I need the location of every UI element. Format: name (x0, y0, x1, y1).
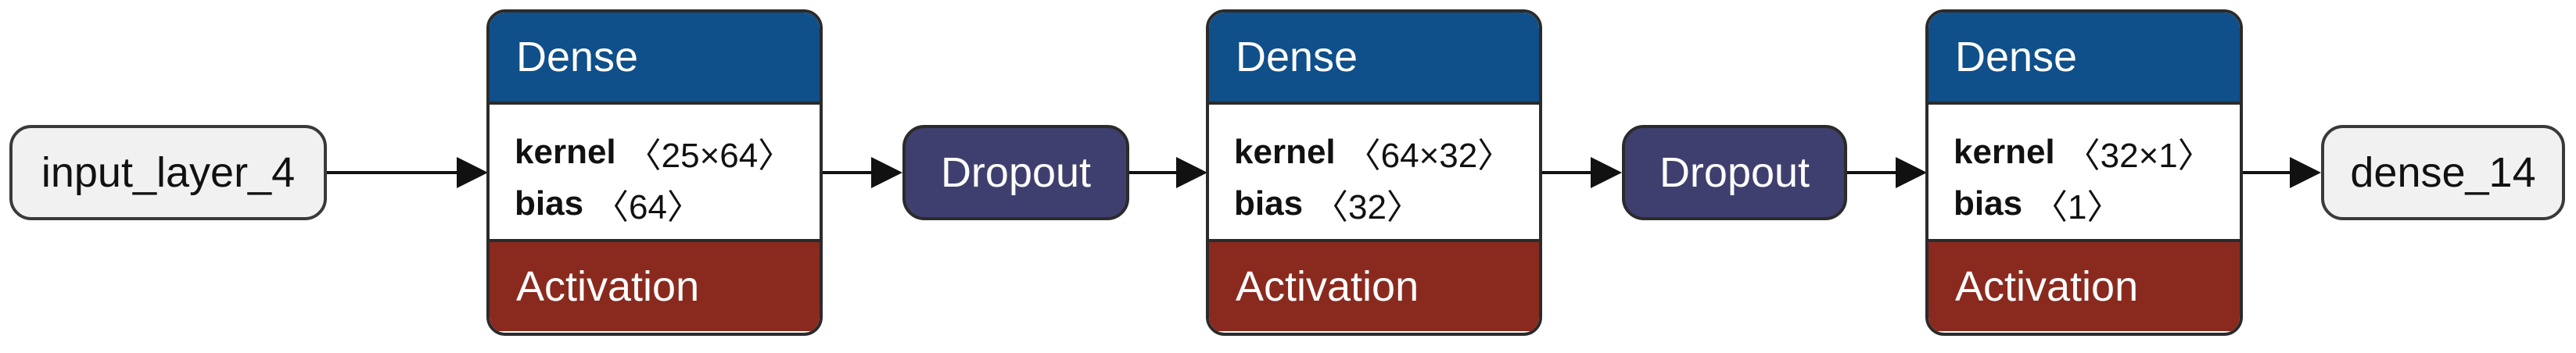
bias-row: bias 〈1〉 (1954, 178, 2240, 230)
dropout-node-2[interactable]: Dropout (1622, 125, 1847, 220)
kernel-shape: 〈32×1〉 (2065, 137, 2212, 175)
bias-row: bias 〈32〉 (1234, 178, 1539, 230)
output-node-label: dense_14 (2350, 149, 2536, 196)
kernel-label: kernel (515, 133, 616, 171)
activation-label: Activation (1236, 263, 1419, 310)
bias-label: bias (1954, 184, 2023, 223)
dropout-label: Dropout (940, 149, 1092, 196)
bias-label: bias (515, 184, 584, 223)
dense-header: Dense (490, 12, 820, 105)
dense-node-3[interactable]: Dense kernel 〈32×1〉 bias 〈1〉 Activation (1925, 9, 2243, 336)
output-node[interactable]: dense_14 (2321, 125, 2565, 220)
kernel-shape: 〈64×32〉 (1346, 137, 1512, 175)
dense-title: Dense (1955, 34, 2078, 80)
bias-label: bias (1234, 184, 1304, 223)
dense-params: kernel 〈25×64〉 bias 〈64〉 (490, 105, 820, 239)
bias-shape: 〈1〉 (2033, 188, 2122, 226)
dropout-label: Dropout (1659, 149, 1810, 196)
activation-footer: Activation (1928, 239, 2240, 331)
input-node[interactable]: input_layer_4 (9, 125, 327, 220)
bias-shape: 〈64〉 (594, 188, 701, 226)
kernel-row: kernel 〈25×64〉 (515, 127, 820, 178)
activation-label: Activation (1955, 263, 2139, 310)
activation-label: Activation (516, 263, 700, 310)
dense-params: kernel 〈32×1〉 bias 〈1〉 (1928, 105, 2240, 239)
dense-title: Dense (1236, 34, 1358, 80)
dense-params: kernel 〈64×32〉 bias 〈32〉 (1209, 105, 1539, 239)
activation-footer: Activation (490, 239, 820, 331)
dense-node-2[interactable]: Dense kernel 〈64×32〉 bias 〈32〉 Activatio… (1206, 9, 1542, 336)
dense-header: Dense (1209, 12, 1539, 105)
bias-shape: 〈32〉 (1314, 188, 1421, 226)
bias-row: bias 〈64〉 (515, 178, 820, 230)
dense-title: Dense (516, 34, 639, 80)
input-node-label: input_layer_4 (41, 149, 296, 196)
kernel-shape: 〈25×64〉 (626, 137, 793, 175)
kernel-row: kernel 〈64×32〉 (1234, 127, 1539, 178)
dense-header: Dense (1928, 12, 2240, 105)
kernel-label: kernel (1234, 133, 1336, 171)
kernel-label: kernel (1954, 133, 2055, 171)
dense-node-1[interactable]: Dense kernel 〈25×64〉 bias 〈64〉 Activatio… (486, 9, 823, 336)
activation-footer: Activation (1209, 239, 1539, 331)
kernel-row: kernel 〈32×1〉 (1954, 127, 2240, 178)
dropout-node-1[interactable]: Dropout (902, 125, 1129, 220)
